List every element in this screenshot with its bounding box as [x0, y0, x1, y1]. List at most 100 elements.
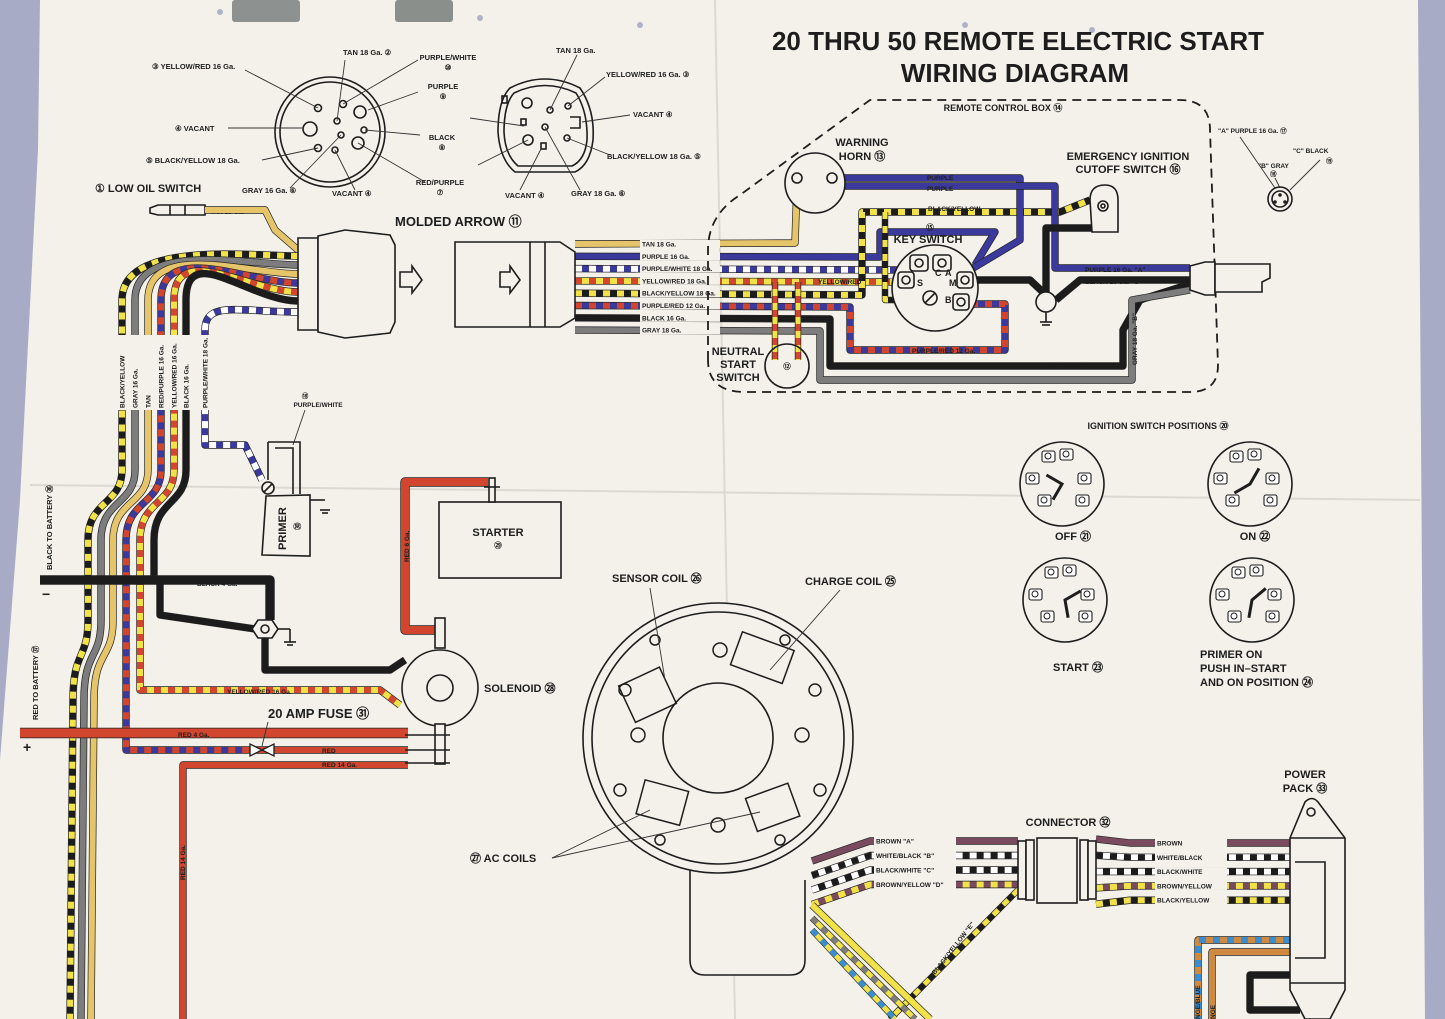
ignition-positions-title: IGNITION SWITCH POSITIONS ⑳ — [1087, 420, 1228, 431]
harness-left-label-3: RED/PURPLE 16 Ga. — [159, 345, 166, 408]
warning-horn-label-2: HORN ⑬ — [839, 149, 885, 163]
wire-out-black — [1053, 276, 1190, 303]
emergency-cutoff-switch — [1089, 184, 1119, 233]
key-switch-num: ⑮ — [926, 222, 934, 232]
wire-low-oil-tan — [205, 206, 301, 253]
key-letter-c: C — [935, 268, 942, 278]
starter-terminal — [484, 477, 500, 503]
plug-left-gray: GRAY 16 Ga. ⑥ — [242, 186, 297, 195]
wire-harness-red-purple — [122, 264, 299, 754]
red-to-battery-label: RED TO BATTERY ㊲ — [30, 645, 40, 720]
wire-label-plate — [1155, 881, 1227, 890]
wire-conn-right-3 — [1095, 882, 1290, 892]
ignition-primer-2: PUSH IN–START — [1200, 663, 1287, 675]
wire-label-plate — [640, 301, 720, 310]
end-plug-b-num: ⑱ — [1270, 169, 1277, 178]
end-plug-c-num: ⑲ — [1326, 156, 1333, 165]
wire-label-black16-box: BLACK 16 Ga. — [1048, 362, 1092, 369]
connector-left-label-0: BROWN "A" — [876, 839, 914, 846]
ignition-on: ON ㉒ — [1240, 529, 1271, 543]
plug-right-gray: GRAY 18 Ga. ⑥ — [571, 189, 626, 198]
wire-harness-gray — [77, 256, 299, 1019]
wire-label-plate — [170, 335, 178, 410]
harness-right-label-tan: TAN 18 Ga. — [642, 242, 676, 249]
wire-label-plate — [640, 252, 720, 261]
key-letter-s: S — [917, 278, 923, 288]
connector-left-label-3: BROWN/YELLOW "D" — [876, 882, 944, 889]
stator-plate — [582, 602, 854, 976]
wire-remote-purple — [574, 228, 999, 267]
plug-purple-white-num: ⑩ — [445, 63, 452, 72]
fuse-leader — [261, 721, 269, 747]
wire-black-solenoid — [261, 638, 408, 674]
plug-left-yellow-red: ③ YELLOW/RED 16 Ga. — [152, 62, 235, 71]
wire-harness-black-16 — [150, 269, 299, 580]
plug-right-vacant: VACANT ④ — [633, 110, 673, 119]
harness-left-label-1: GRAY 16 Ga. — [133, 368, 140, 408]
plug-red-purple: RED/PURPLE — [416, 178, 464, 187]
plug-right-leaders — [469, 54, 631, 191]
harness-left-label-2: TAN — [146, 395, 153, 408]
coil-leaders — [551, 587, 841, 859]
key-letter-a: A — [945, 268, 952, 278]
power-pack-black-label: BLACK — [1257, 1006, 1280, 1013]
molded-arrow-connector — [297, 229, 576, 339]
battery-plus: + — [23, 739, 31, 755]
solenoid-wire-label: YELLOW/RED 16 Ga. — [227, 689, 292, 696]
wire-label-plate — [1155, 853, 1227, 862]
primer — [261, 441, 330, 557]
key-letter-b: B — [945, 295, 952, 305]
ignition-primer-1: PRIMER ON — [1200, 649, 1262, 661]
plug-left-vacant: ④ VACANT — [175, 124, 215, 133]
fuse-label: 20 AMP FUSE ㉛ — [268, 706, 369, 721]
wire-label-plate — [1155, 839, 1227, 847]
connector-right-label-4: BLACK/YELLOW — [1157, 898, 1210, 905]
charge-coil-label: CHARGE COIL ㉕ — [805, 574, 896, 588]
ignition-dial-start — [1022, 557, 1108, 643]
red-label: RED — [322, 748, 336, 755]
connector-right-label-3: BROWN/YELLOW — [1157, 883, 1213, 890]
wire-conn-right-1 — [1095, 851, 1290, 861]
wire-stator-diag-2 — [809, 915, 918, 1019]
wire-label-purple-red-box: PURPLE/RED 12 Ga. — [912, 348, 975, 355]
plug-left-vacant-b: VACANT ④ — [332, 189, 372, 198]
connector — [1017, 837, 1097, 904]
wire-harness-black-yellow — [66, 250, 299, 1019]
harness-right-label-yellow-red: YELLOW/RED 18 Ga. — [642, 278, 707, 285]
wire-cutoff-black — [1042, 224, 1092, 292]
wire-label-plate — [640, 276, 720, 285]
remote-control-box-outline — [707, 99, 1219, 393]
starter-wire-label: RED 6 Ga. — [404, 530, 411, 562]
starter — [438, 501, 562, 579]
connector-left-label-2: BLACK/WHITE "C" — [876, 868, 934, 875]
harness-left-label-5: BLACK 16 Ga. — [184, 364, 191, 408]
remote-box-title: REMOTE CONTROL BOX ⑭ — [944, 102, 1063, 113]
wire-label-plate — [1155, 896, 1227, 905]
key-letter-m: M — [949, 278, 957, 288]
wire-label-plate — [874, 880, 956, 889]
connector-label: CONNECTOR ㉜ — [1026, 815, 1111, 829]
wire-label-out-gray: GRAY 18 Ga. "B" — [1132, 313, 1139, 365]
wire-remote-black-yellow — [574, 196, 1092, 299]
neutral-switch-num: ⑫ — [783, 361, 791, 371]
wire-label-plate — [201, 335, 209, 410]
neutral-switch-label-3: SWITCH — [716, 372, 759, 384]
wire-remote-gray — [574, 286, 1191, 384]
ignition-start: START ㉓ — [1053, 660, 1103, 674]
battery-minus: − — [42, 586, 50, 602]
end-plug-c: "C" BLACK — [1293, 148, 1329, 155]
connector-right-label-1: WHITE/BLACK — [1157, 855, 1203, 862]
wire-conn-right-0 — [1095, 835, 1290, 847]
wire-conn-left-1 — [810, 851, 1018, 879]
wire-label-yellow-red-box: YELLOW/RED — [818, 279, 862, 286]
wire-harness-tan — [87, 260, 299, 1019]
wire-conn-right-4 — [1095, 896, 1290, 908]
wire-stator-diag-1 — [809, 902, 933, 1019]
key-switch-label: KEY SWITCH — [894, 234, 963, 246]
remote-output-plug — [1189, 261, 1271, 296]
neutral-switch-label-2: START — [720, 359, 756, 371]
wire-label-plate — [640, 289, 720, 298]
wire-stator-diag-3 — [809, 927, 898, 1019]
